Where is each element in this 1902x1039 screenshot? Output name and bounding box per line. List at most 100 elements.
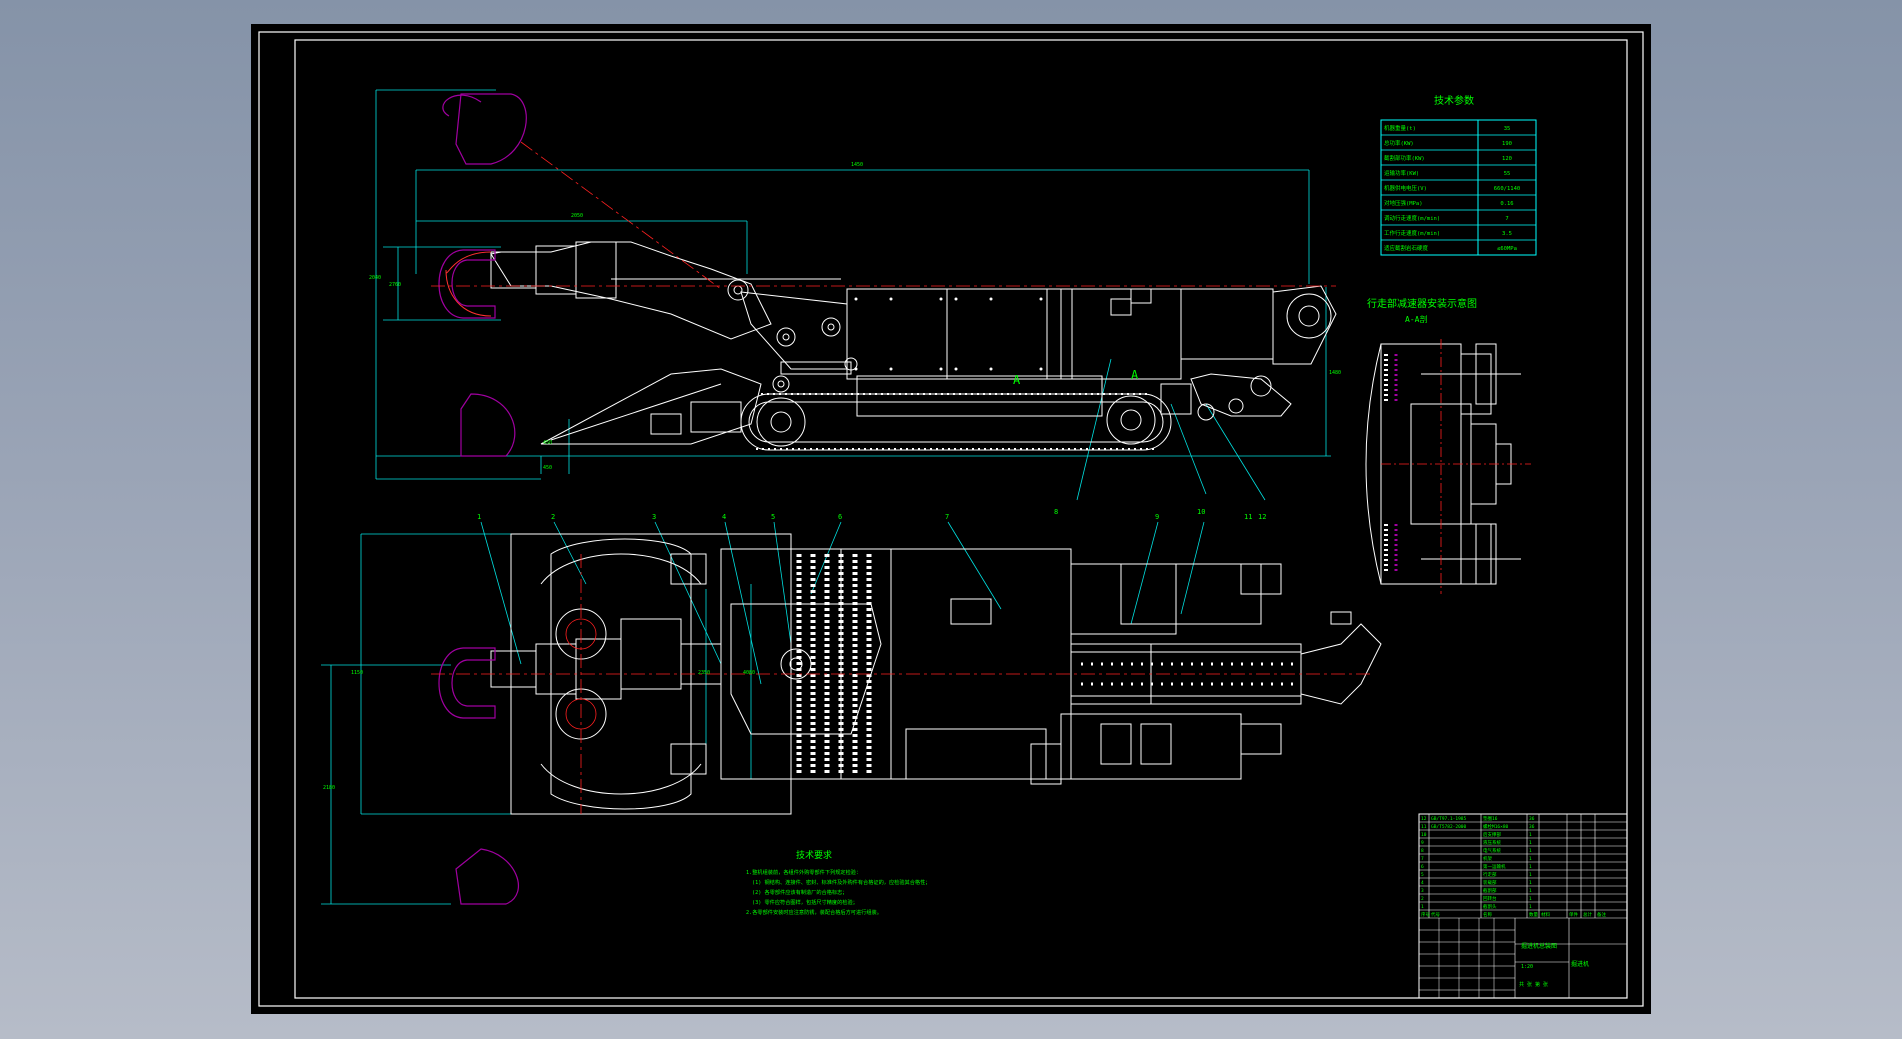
callout-11: 11 — [1244, 513, 1252, 521]
tech-param-value: 7 — [1505, 216, 1508, 222]
tech-param-value: 0.16 — [1500, 201, 1513, 207]
part-name: 液压系统 — [1483, 839, 1501, 846]
part-qty: 1 — [1529, 848, 1532, 854]
tech-param-label: 调动行走速度(m/min) — [1384, 214, 1440, 222]
part-name: 第一运输机 — [1483, 863, 1506, 870]
part-name: 行走部 — [1483, 871, 1497, 878]
part-name: 后支撑部 — [1483, 831, 1501, 838]
part-number: 2 — [1421, 896, 1424, 902]
part-number: 3 — [1421, 888, 1424, 894]
part-name: 回转台 — [1483, 895, 1497, 902]
callout-1: 1 — [477, 513, 481, 521]
requirement-line-2: (1) 钢结构、连接件、密封、标准件及外购件有合格证的，应检验其合格性； — [752, 878, 931, 886]
requirement-line-3: (2) 各零部件应该有制造厂的合格标志； — [752, 888, 848, 896]
part-qty: 1 — [1529, 904, 1532, 910]
tech-param-value: 660/1140 — [1494, 186, 1521, 192]
tech-param-label: 截割部功率(KW) — [1384, 154, 1425, 162]
sheet-number: 共 张 第 张 — [1519, 981, 1548, 988]
section-view-subtitle: A-A剖 — [1405, 314, 1427, 324]
tech-param-label: 工作行走速度(m/min) — [1384, 229, 1440, 237]
drawing-title: 掘进机总装图 — [1521, 942, 1557, 950]
part-qty: 1 — [1529, 864, 1532, 870]
part-qty: 1 — [1529, 856, 1532, 862]
parts-header-cell: 单件 — [1569, 911, 1578, 918]
tech-param-value: ≤60MPa — [1497, 246, 1517, 252]
callout-6: 6 — [838, 513, 842, 521]
part-qty: 1 — [1529, 840, 1532, 846]
part-number: 9 — [1421, 840, 1424, 846]
part-qty: 1 — [1529, 832, 1532, 838]
part-name: 螺栓M16×80 — [1483, 823, 1509, 830]
part-name: 截割头 — [1483, 903, 1497, 910]
part-code: GB/T97.1-1985 — [1431, 816, 1467, 822]
tech-param-label: 运输功率(KW) — [1384, 169, 1419, 177]
callout-12: 12 — [1258, 513, 1266, 521]
part-number: 7 — [1421, 856, 1424, 862]
part-name: 截割部 — [1483, 887, 1497, 894]
dim-top-table: 2350 — [698, 670, 710, 676]
parts-header-cell: 数量 — [1529, 911, 1538, 918]
part-qty: 1 — [1529, 880, 1532, 886]
tech-param-value: 190 — [1502, 141, 1512, 147]
callout-8: 8 — [1054, 508, 1058, 516]
part-name: 电气系统 — [1483, 847, 1501, 854]
dim-ground-1: 450 — [543, 440, 552, 446]
cad-viewport[interactable]: 1450 2050 2040 2760 1480 450 450 A A — [251, 24, 1651, 1014]
part-qty: 1 — [1529, 896, 1532, 902]
part-name: 机架 — [1483, 855, 1492, 862]
dim-top-width: 1150 — [351, 670, 363, 676]
callout-10: 10 — [1197, 508, 1205, 516]
callout-4: 4 — [722, 513, 726, 521]
part-qty: 36 — [1529, 824, 1535, 830]
side-view — [375, 89, 1337, 501]
callout-2: 2 — [551, 513, 555, 521]
part-code: GB/T5782-2000 — [1431, 824, 1467, 830]
part-number: 6 — [1421, 864, 1424, 870]
dim-height-1: 2040 — [369, 275, 381, 281]
requirement-line-4: (3) 零件应符合图样，包括尺寸精度的检验； — [752, 898, 858, 906]
tech-param-label: 机器重量(t) — [1384, 124, 1416, 132]
requirement-line-1: 1.整机组装前，各组件外购零部件下列规定检验： — [746, 868, 861, 876]
parts-header-cell: 名称 — [1483, 911, 1492, 918]
top-view — [321, 521, 1382, 905]
callout-9: 9 — [1155, 513, 1159, 521]
tech-param-label: 总功率(KW) — [1384, 139, 1414, 147]
dim-height-2: 2760 — [389, 282, 401, 288]
parts-header-cell: 序号 — [1421, 911, 1430, 918]
inner-frame — [294, 39, 1628, 999]
callout-3: 3 — [652, 513, 656, 521]
dim-total-length: 1450 — [851, 162, 863, 168]
part-number: 10 — [1421, 832, 1427, 838]
dim-ground-2: 450 — [543, 465, 552, 471]
part-qty: 1 — [1529, 888, 1532, 894]
part-qty: 36 — [1529, 816, 1535, 822]
tech-params-title: 技术参数 — [1434, 94, 1474, 107]
section-mark-a-2: A — [1131, 368, 1139, 382]
dim-top-body: 4080 — [743, 670, 755, 676]
tech-param-value: 120 — [1502, 156, 1512, 162]
tech-param-label: 机器供电电压(V) — [1384, 184, 1427, 192]
dim-height-3: 1480 — [1329, 370, 1341, 376]
part-number: 8 — [1421, 848, 1424, 854]
cad-drawing: 1450 2050 2040 2760 1480 450 450 A A — [258, 31, 1644, 1007]
tech-param-label: 适应截割岩石硬度 — [1384, 244, 1429, 252]
part-qty: 1 — [1529, 872, 1532, 878]
part-name: 垫圈16 — [1483, 815, 1498, 822]
section-view-title: 行走部减速器安装示意图 — [1367, 297, 1477, 310]
tech-param-value: 55 — [1504, 171, 1511, 177]
callout-5: 5 — [771, 513, 775, 521]
part-number: 1 — [1421, 904, 1424, 910]
company-name: 掘进机 — [1571, 960, 1589, 968]
drawing-scale: 1:20 — [1521, 964, 1533, 970]
tech-param-value: 35 — [1504, 126, 1511, 132]
parts-header-cell: 代号 — [1431, 911, 1440, 918]
part-name: 装载部 — [1483, 879, 1497, 886]
part-number: 11 — [1421, 824, 1427, 830]
section-mark-a-1: A — [1013, 373, 1021, 387]
outer-frame — [258, 31, 1644, 1007]
parts-header-cell: 备注 — [1597, 911, 1606, 918]
tech-params-table: 机器重量(t) 35 总功率(KW) 190 截割部功率(KW) 120 运输功率(KW) 5… — [1380, 119, 1537, 256]
dim-top-swing: 2180 — [323, 785, 335, 791]
tech-param-label: 对地压强(MPa) — [1384, 199, 1423, 207]
